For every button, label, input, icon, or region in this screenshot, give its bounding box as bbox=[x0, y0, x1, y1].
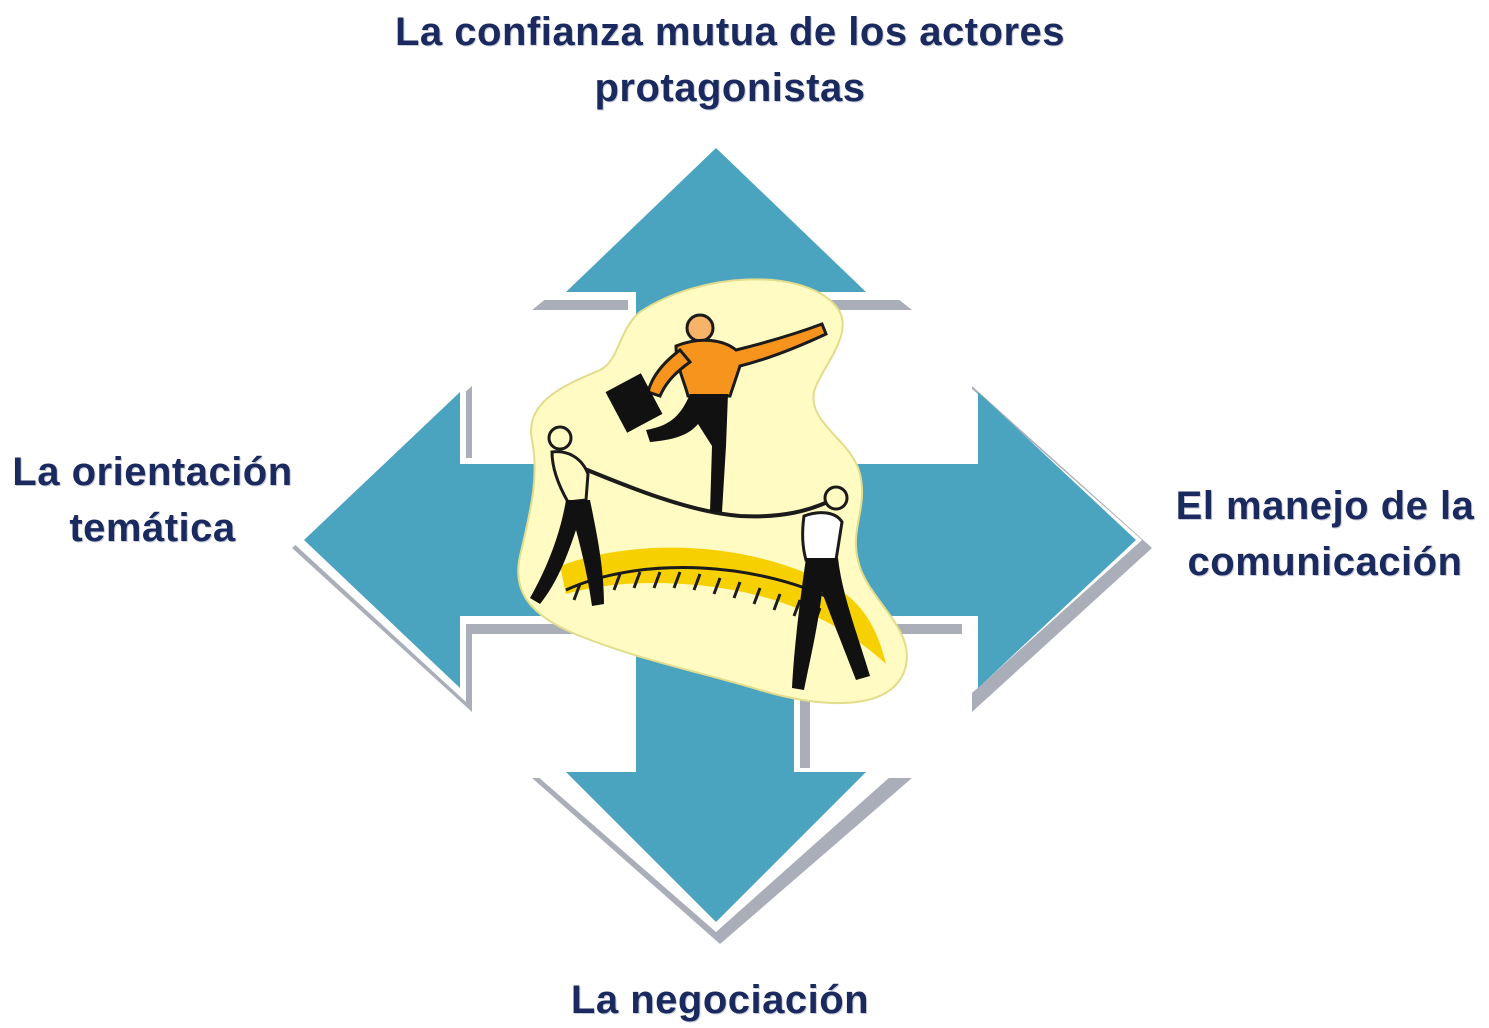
label-top-line-2: protagonistas bbox=[594, 66, 866, 110]
label-top-mutual-trust: La confianza mutua de los actores protag… bbox=[330, 4, 1130, 116]
right-person-icon bbox=[792, 485, 870, 690]
running-person-icon bbox=[605, 313, 828, 512]
label-bottom-line-1: La negociación bbox=[570, 978, 870, 1022]
label-bottom-negotiation: La negociación bbox=[470, 972, 970, 1028]
people-on-tightrope-illustration bbox=[517, 278, 908, 705]
label-right-line-2: comunicación bbox=[1187, 540, 1463, 584]
label-top-line-1: La confianza mutua de los actores bbox=[395, 10, 1065, 54]
label-right-communication-management: El manejo de la comunicación bbox=[1165, 478, 1485, 590]
tightrope-icon bbox=[567, 460, 841, 519]
ground-hatch bbox=[565, 566, 847, 625]
label-left-line-2: temática bbox=[69, 506, 236, 550]
left-person-icon bbox=[530, 425, 604, 606]
label-left-thematic-orientation: La orientación temática bbox=[0, 444, 305, 556]
label-left-line-1: La orientación bbox=[12, 450, 293, 494]
label-right-line-1: El manejo de la bbox=[1175, 484, 1475, 528]
